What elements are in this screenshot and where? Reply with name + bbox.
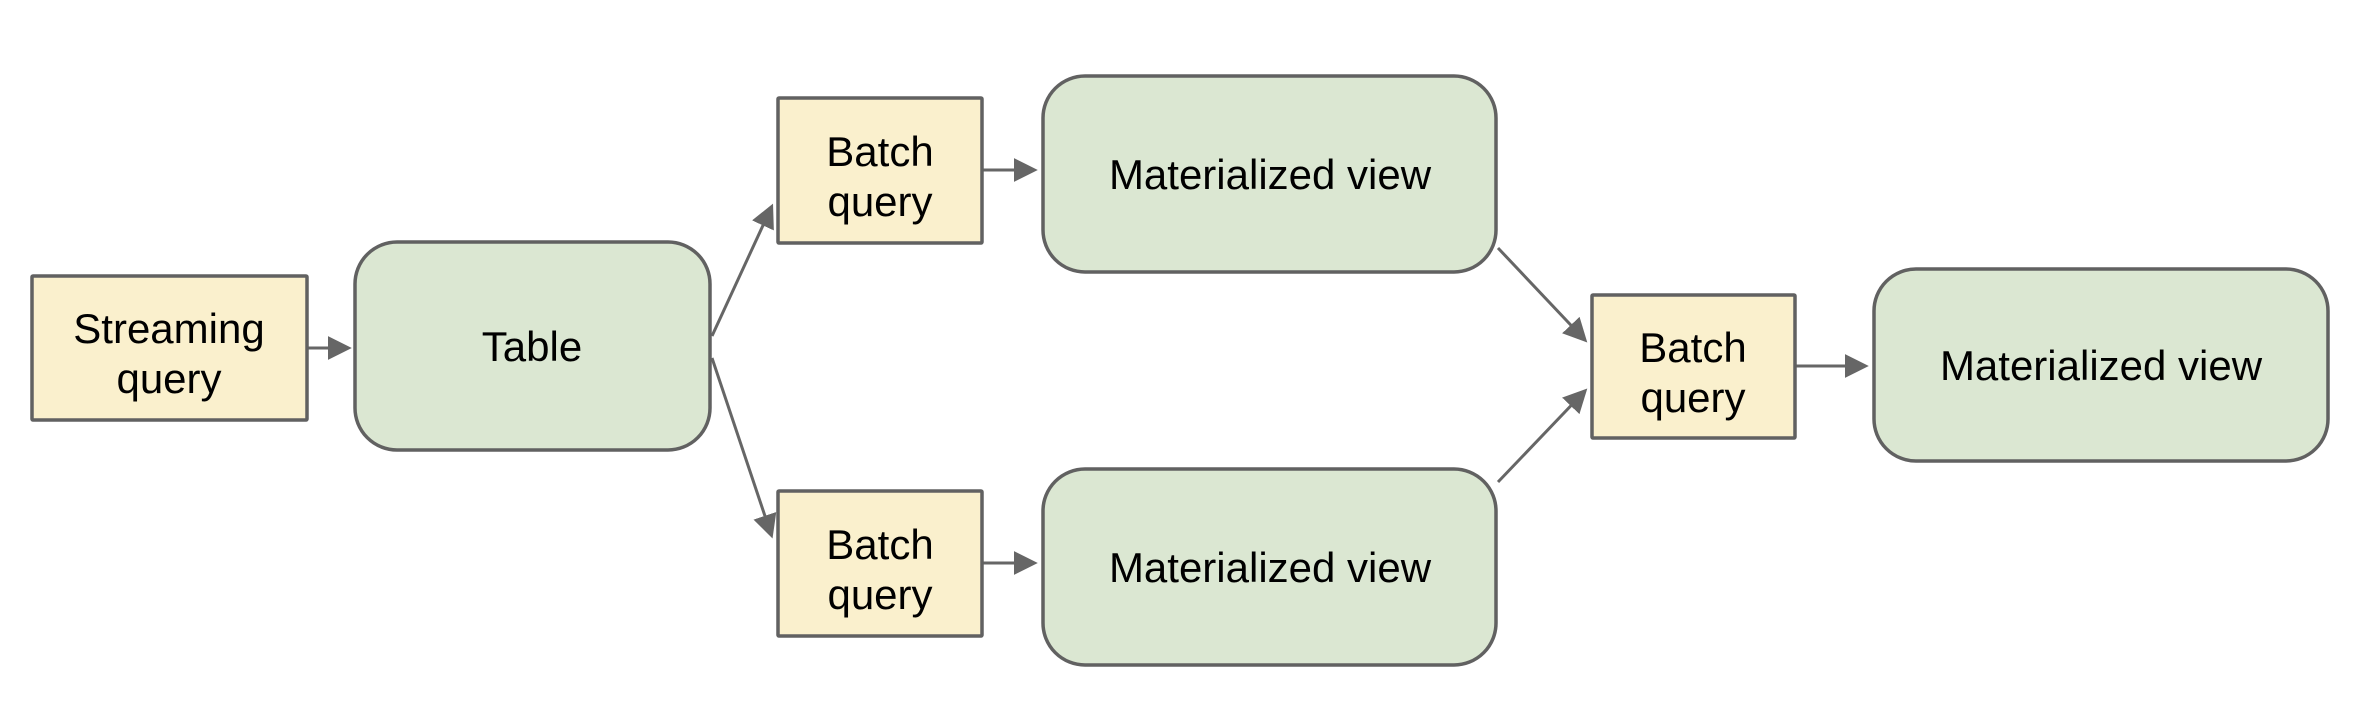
batch-query-top-box [776, 96, 984, 245]
edge-table-to-batch-query-bottom [710, 357, 777, 539]
table-box [353, 240, 712, 452]
batch-query-right-label-line2: query [1640, 374, 1745, 421]
materialized-view-top-label: Materialized view [1109, 151, 1432, 198]
node-batch-query-top: Batch query [776, 96, 984, 245]
batch-query-right-label-line1: Batch [1639, 324, 1746, 371]
materialized-view-bottom-box [1041, 467, 1498, 667]
node-batch-query-bottom: Batch query [776, 489, 984, 638]
node-batch-query-right: Batch query [1590, 293, 1797, 440]
table-label: Table [482, 323, 582, 370]
materialized-view-top-box [1041, 74, 1498, 274]
batch-query-bottom-box [776, 489, 984, 638]
edge-materialized-view-top-to-batch-query-right [1496, 246, 1588, 343]
node-materialized-view-bottom: Materialized view [1041, 467, 1498, 667]
streaming-query-label-line1: Streaming [73, 305, 264, 352]
batch-query-right-box [1590, 293, 1797, 440]
node-table: Table [353, 240, 712, 452]
streaming-query-box [30, 274, 309, 422]
node-materialized-view-top: Materialized view [1041, 74, 1498, 274]
edge-materialized-view-bottom-to-batch-query-right [1496, 388, 1588, 484]
node-streaming-query: Streaming query [30, 274, 309, 422]
batch-query-bottom-label-line1: Batch [826, 521, 933, 568]
batch-query-top-label-line2: query [827, 178, 932, 225]
materialized-view-right-box [1872, 267, 2330, 463]
edge-table-to-batch-query-top [710, 203, 774, 337]
materialized-view-right-label: Materialized view [1940, 342, 2263, 389]
batch-query-bottom-label-line2: query [827, 571, 932, 618]
streaming-query-label-line2: query [116, 355, 221, 402]
batch-query-top-label-line1: Batch [826, 128, 933, 175]
node-materialized-view-right: Materialized view [1872, 267, 2330, 463]
materialized-view-bottom-label: Materialized view [1109, 544, 1432, 591]
